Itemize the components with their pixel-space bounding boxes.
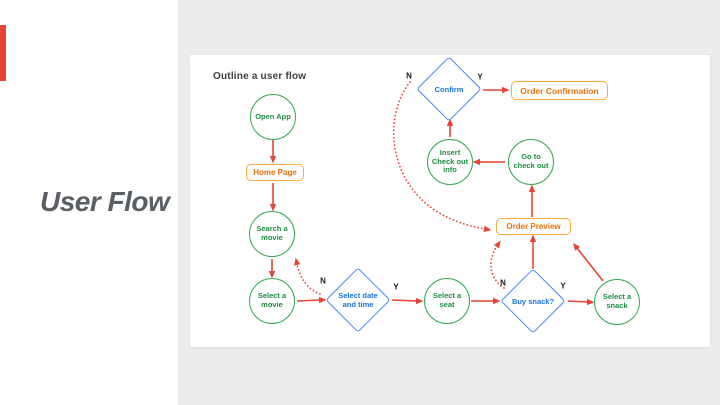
node-insert-checkout-info: Insert Check out info xyxy=(427,139,473,185)
node-select-date-time-label: Select date and time xyxy=(338,291,378,309)
node-order-confirmation-label: Order Confirmation xyxy=(520,85,599,96)
node-select-movie-label: Select a movie xyxy=(257,291,287,309)
node-search-movie: Search a movie xyxy=(249,211,295,257)
accent-bar xyxy=(0,25,6,81)
canvas-heading: Outline a user flow xyxy=(213,71,307,82)
node-search-movie-label: Search a movie xyxy=(256,224,288,242)
node-confirm: Confirm xyxy=(416,56,482,122)
node-open-app-label: Open App xyxy=(255,111,291,121)
node-confirm-label: Confirm xyxy=(434,84,464,94)
node-select-seat-label: Select a seat xyxy=(432,291,462,309)
node-home-page-label: Home Page xyxy=(253,168,297,177)
node-select-snack: Select a snack xyxy=(594,279,640,325)
branch-label-confirm-n: N xyxy=(406,71,412,81)
node-home-page: Home Page xyxy=(246,164,304,181)
slide-left-panel xyxy=(0,0,178,405)
slide-title: User Flow xyxy=(40,186,170,217)
branch-label-buy-snack-y: Y xyxy=(560,281,566,291)
node-select-seat: Select a seat xyxy=(424,278,470,324)
node-select-snack-label: Select a snack xyxy=(602,292,632,310)
node-go-checkout: Go to check out xyxy=(508,139,554,185)
node-buy-snack-label: Buy snack? xyxy=(511,296,555,306)
node-select-date-time: Select date and time xyxy=(325,267,391,333)
node-order-preview: Order Preview xyxy=(496,218,571,235)
node-select-movie: Select a movie xyxy=(249,278,295,324)
node-insert-checkout-info-label: Insert Check out info xyxy=(431,148,469,175)
branch-label-select-date-time-n: N xyxy=(320,276,326,286)
node-buy-snack: Buy snack? xyxy=(500,268,566,334)
branch-label-buy-snack-n: N xyxy=(500,278,506,288)
node-open-app: Open App xyxy=(250,94,296,140)
node-order-confirmation: Order Confirmation xyxy=(511,81,608,100)
branch-label-select-date-time-y: Y xyxy=(393,282,399,292)
node-go-checkout-label: Go to check out xyxy=(513,152,549,170)
branch-label-confirm-y: Y xyxy=(477,72,483,82)
node-order-preview-label: Order Preview xyxy=(506,222,561,231)
